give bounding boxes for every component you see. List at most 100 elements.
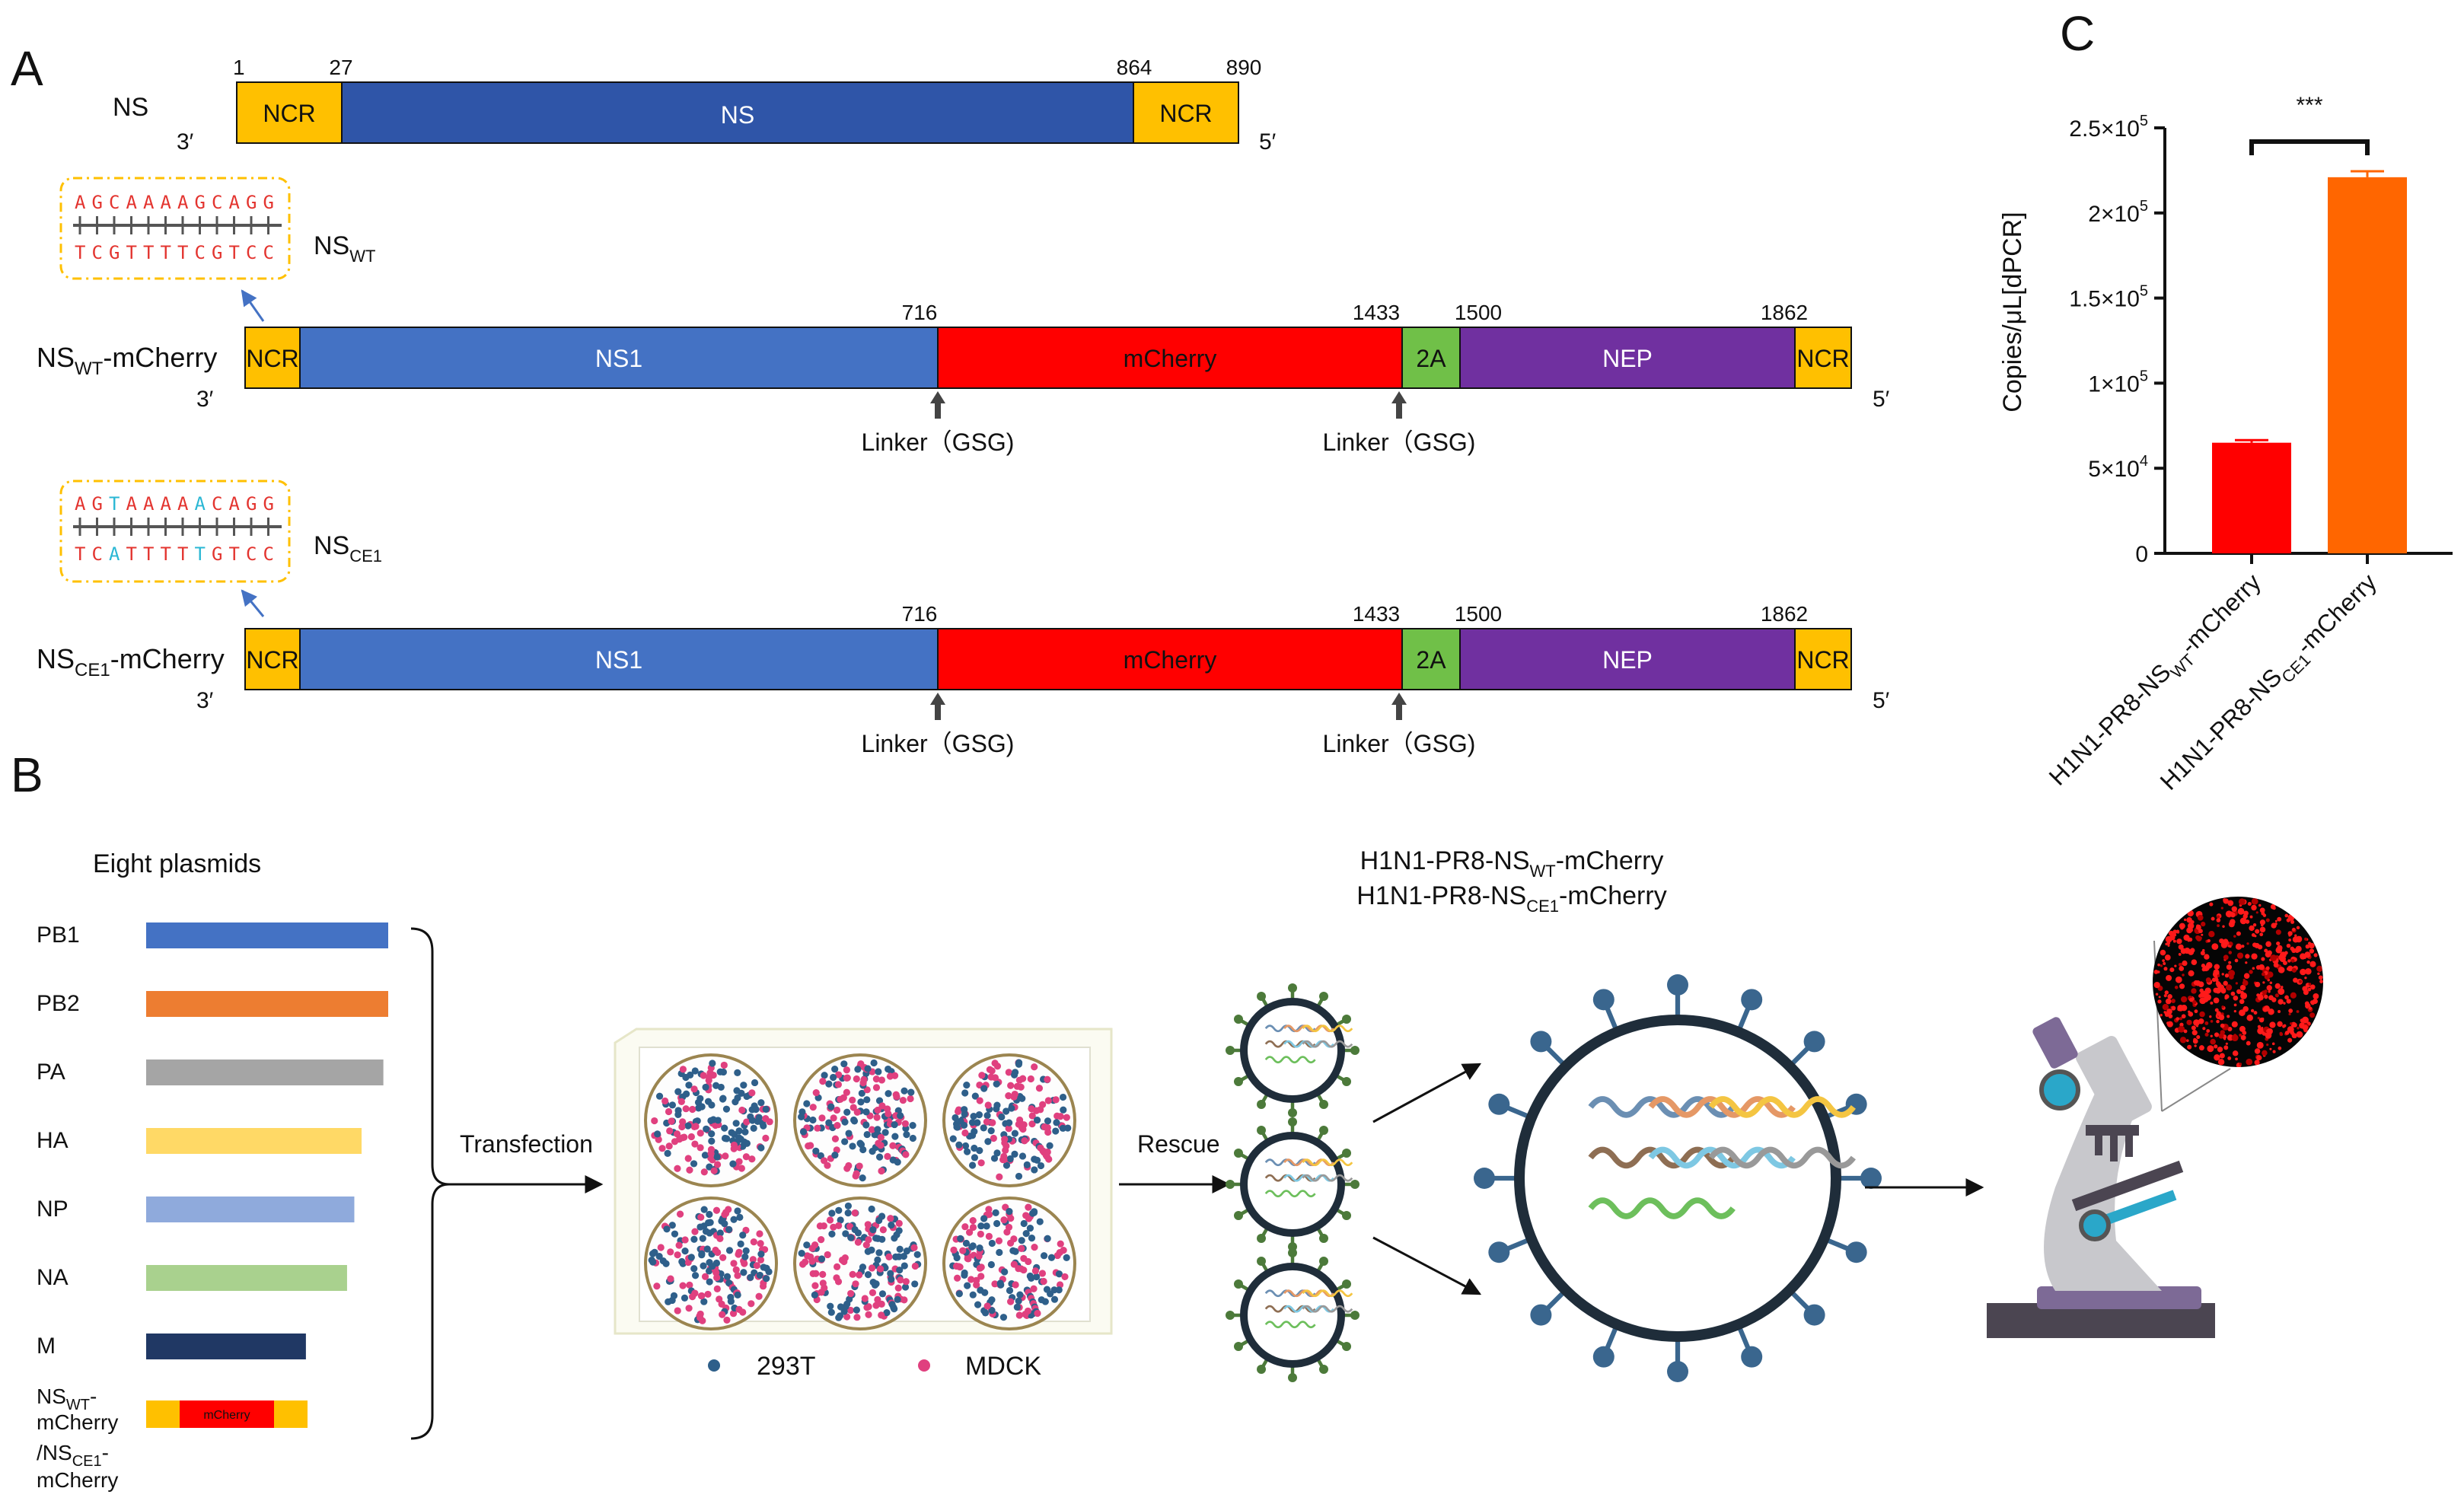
fluorescent-cell xyxy=(2261,972,2265,977)
cell-dot xyxy=(682,1073,690,1082)
plate-wells xyxy=(644,1053,1076,1330)
cell-dot xyxy=(725,1247,734,1254)
cell-dot xyxy=(968,1119,977,1126)
seq-base: C xyxy=(195,242,206,263)
virus-spike-cap xyxy=(1257,1125,1266,1135)
fluorescent-cell xyxy=(2223,1045,2229,1050)
plasmid-brace xyxy=(410,927,450,1440)
fluorescent-cell xyxy=(2257,1024,2262,1029)
cell-dot xyxy=(891,1305,898,1313)
seq-base: G xyxy=(263,192,274,213)
cell-dot xyxy=(1057,1240,1064,1247)
cell-dot xyxy=(984,1138,992,1146)
fluorescent-cell xyxy=(2198,994,2203,998)
fluorescent-cell xyxy=(2198,1018,2204,1024)
cell-dot xyxy=(833,1106,841,1114)
fluorescent-cell xyxy=(2283,961,2287,966)
fluorescent-cell xyxy=(2290,946,2294,951)
cell-dot xyxy=(971,1144,978,1152)
cell-dot xyxy=(802,1258,809,1266)
objective-1 xyxy=(2095,1134,2102,1155)
virus-rna xyxy=(1264,1174,1316,1182)
cell-dot xyxy=(1011,1130,1018,1137)
fluorescent-cell xyxy=(2198,981,2204,988)
virus-rna xyxy=(1264,1305,1316,1313)
cell-dot xyxy=(830,1114,837,1122)
cell-dot xyxy=(701,1273,709,1280)
fluorescent-cell xyxy=(2262,1007,2268,1012)
cell-dot xyxy=(971,1154,979,1161)
objective-2 xyxy=(2110,1134,2118,1161)
fluorescent-cell xyxy=(2239,1033,2242,1037)
fluorescent-cell xyxy=(2183,1029,2188,1034)
cell-dot xyxy=(896,1267,904,1274)
cell-dot xyxy=(816,1222,824,1230)
cell-dot xyxy=(846,1222,854,1230)
cell-dot xyxy=(691,1289,699,1297)
cell-dot xyxy=(847,1289,855,1298)
cell-dot xyxy=(1025,1203,1032,1211)
fluorescent-cell xyxy=(2226,964,2233,970)
cell-dot xyxy=(840,1060,848,1068)
cell-dot xyxy=(1022,1212,1030,1219)
cell-dot xyxy=(723,1273,732,1280)
fluorescent-cell xyxy=(2166,974,2172,981)
fluorescent-cell xyxy=(2230,919,2236,925)
linker-arrow xyxy=(1391,693,1407,720)
cell-dot xyxy=(1055,1270,1063,1278)
cell-dot xyxy=(754,1117,761,1126)
fluorescent-cell xyxy=(2222,925,2225,928)
fluorescent-cell xyxy=(2265,941,2271,948)
dpcr-bar-chart: Copies/μL[dPCR] 05×1041×1051.5×1052×1052… xyxy=(1998,93,2453,795)
fluorescent-cell xyxy=(2302,986,2308,992)
cell-dot xyxy=(1044,1128,1052,1136)
fluorescent-cell xyxy=(2227,1026,2233,1031)
fluorescent-cell xyxy=(2172,939,2176,943)
fluorescent-cell xyxy=(2292,927,2296,932)
cell-dot xyxy=(717,1083,725,1091)
fluorescent-cell xyxy=(2219,1053,2225,1059)
cell-dot xyxy=(649,1250,657,1257)
cell-dot xyxy=(691,1067,699,1075)
cell-dot xyxy=(707,1149,715,1158)
plasmids-title: Eight plasmids xyxy=(93,849,261,878)
cell-dot xyxy=(977,1273,985,1280)
plasmid-ns-line2: mCherry xyxy=(37,1410,118,1434)
fluorescent-cell xyxy=(2290,992,2297,999)
fluorescent-cell xyxy=(2278,999,2284,1005)
cell-dot xyxy=(889,1142,897,1149)
virus-envelope xyxy=(1240,1132,1345,1237)
cell-dot xyxy=(719,1311,726,1318)
cell-dot xyxy=(831,1066,839,1073)
cell-dot xyxy=(1036,1218,1044,1225)
cell-dot xyxy=(863,1130,871,1139)
cell-dot xyxy=(712,1246,719,1254)
seq-box-frame xyxy=(59,480,291,583)
cell-dot xyxy=(651,1117,658,1125)
cell-dot xyxy=(734,1272,741,1279)
fluorescent-cell xyxy=(2308,983,2312,986)
fluorescent-cell xyxy=(2230,991,2236,996)
cell-dot xyxy=(742,1139,750,1147)
cell-dot xyxy=(691,1272,700,1279)
y-tick-label: 1.5×105 xyxy=(2069,283,2148,312)
cell-dot xyxy=(709,1071,717,1079)
virus-spike-cap xyxy=(1342,1211,1352,1220)
virus-spike-cap xyxy=(1288,1373,1297,1382)
cell-dot xyxy=(1035,1085,1044,1092)
cell-dot xyxy=(1009,1247,1017,1254)
legend-mdck-dot xyxy=(918,1359,930,1372)
fluorescent-cell xyxy=(2180,996,2188,1003)
fluorescent-cell xyxy=(2163,994,2167,998)
cell-dot xyxy=(706,1163,713,1171)
virus-spike-cap xyxy=(1350,1046,1360,1055)
objective-3 xyxy=(2125,1134,2133,1157)
cell-dot xyxy=(964,1255,972,1263)
virus-rna xyxy=(1264,1024,1316,1033)
cell-dot xyxy=(751,1102,758,1110)
fluorescent-cell xyxy=(2251,897,2258,905)
fluorescent-cell xyxy=(2319,980,2323,983)
fluorescent-cell xyxy=(2308,1006,2313,1010)
cell-dot xyxy=(1063,1114,1070,1121)
